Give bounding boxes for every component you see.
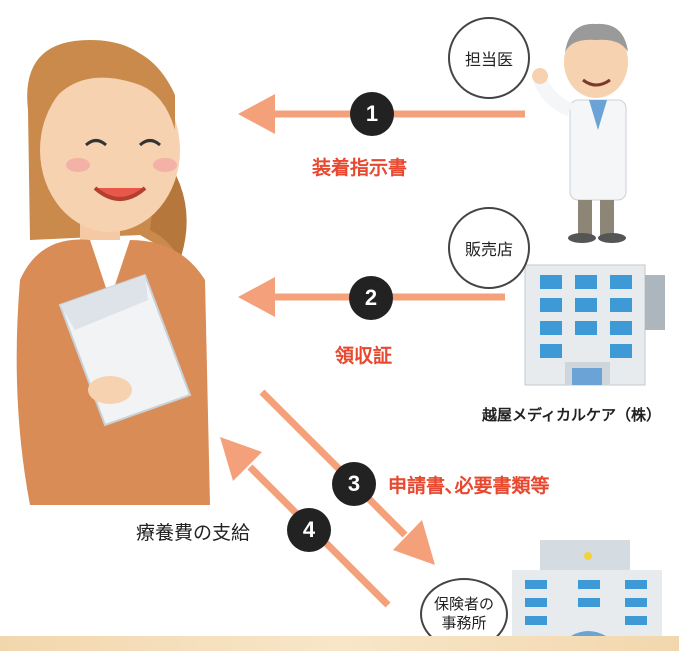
step-3-badge: 3	[332, 462, 376, 506]
insurer-building-icon	[512, 540, 662, 645]
arrow-1	[238, 94, 525, 134]
step-2-badge: 2	[349, 276, 393, 320]
step-1-badge: 1	[350, 92, 394, 136]
doctor-figure	[532, 23, 628, 243]
insurer-bubble-line1: 保険者の	[433, 595, 494, 613]
shop-bubble-label: 販売店	[464, 240, 513, 259]
step-1-label: 装着指示書	[312, 157, 408, 179]
step-4-label: 療養費の支給	[136, 522, 251, 544]
step-3-label: 申請書､必要書類等	[388, 475, 550, 497]
doctor-bubble: 担当医	[448, 17, 530, 99]
doctor-bubble-label: 担当医	[464, 50, 513, 69]
shop-bubble: 販売店	[448, 207, 530, 289]
arrow-3	[259, 389, 435, 565]
woman-figure	[16, 40, 210, 505]
step-2-label: 領収証	[335, 345, 393, 367]
step-4-badge: 4	[287, 508, 331, 552]
company-label: 越屋メディカルケア（株）	[482, 406, 661, 424]
shop-building-icon	[524, 264, 665, 386]
insurer-bubble-line2: 事務所	[441, 614, 487, 632]
floor-strip	[0, 636, 679, 651]
